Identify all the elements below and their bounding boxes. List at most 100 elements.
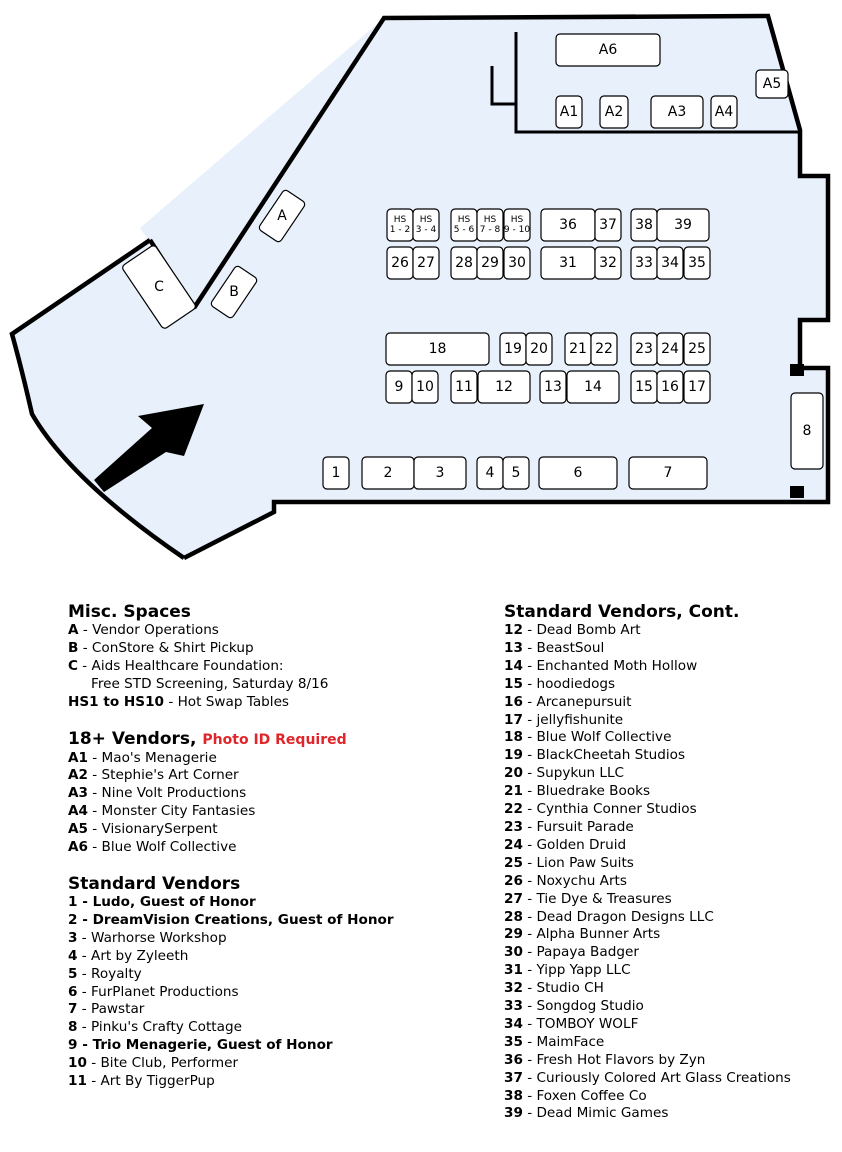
booth-b7[interactable]: 7 [628,456,708,490]
booth-b16-table [656,370,684,404]
booth-A1-table [555,95,583,129]
legend-row-code: 30 [504,944,523,961]
booth-A1[interactable]: A1 [555,95,583,129]
legend-row-text: - Vendor Operations [78,622,219,638]
booth-b4[interactable]: 4 [476,456,504,490]
legend-row: 20 - Supykun LLC [504,765,834,783]
booth-b12[interactable]: 12 [477,370,531,404]
booth-b8[interactable]: 8 [790,392,824,470]
legend-row-text: - Dead Bomb Art [522,622,641,638]
booth-b1-label: 1 [332,465,341,481]
legend-row-code: 17 [504,711,523,728]
booth-b34[interactable]: 34 [656,246,684,280]
booth-b37[interactable]: 37 [594,208,622,242]
booth-b20[interactable]: 20 [525,332,553,366]
booth-C[interactable]: C [121,244,197,329]
booth-b2[interactable]: 2 [361,456,415,490]
legend-row: C - Aids Healthcare Foundation: [68,658,488,676]
legend-row-code: A4 [68,803,88,820]
booth-b13[interactable]: 13 [539,370,567,404]
booth-b21[interactable]: 21 [564,332,592,366]
legend-row-code: 12 [504,622,523,638]
legend-row: B - ConStore & Shirt Pickup [68,640,488,658]
booth-b19[interactable]: 19 [499,332,527,366]
booth-b4-label: 4 [486,465,495,481]
booth-hs78[interactable]: HS7 - 8 [476,208,504,242]
legend-row-text: - Fresh Hot Flavors by Zyn [522,1051,706,1068]
booth-hs12[interactable]: HS1 - 2 [386,208,414,242]
booth-b33[interactable]: 33 [630,246,658,280]
legend-row-code: 5 [68,965,78,982]
booth-b27-label: 27 [417,255,435,271]
legend-row: 17 - jellyfishunite [504,712,834,730]
legend-row: A5 - VisionarySerpent [68,821,488,839]
booth-hs910[interactable]: HS9 - 10 [503,208,531,242]
booth-b35[interactable]: 35 [683,246,711,280]
booth-b20-table [525,332,553,366]
booth-b29[interactable]: 29 [476,246,504,280]
booth-A4[interactable]: A4 [710,95,738,129]
legend-row-text: - DreamVision Creations, Guest of Honor [77,911,394,928]
booth-A2[interactable]: A2 [599,95,629,129]
booth-b32-label: 32 [599,255,617,271]
booth-b10[interactable]: 10 [411,370,439,404]
legend-adult-title-text: 18+ Vendors, [68,728,197,749]
booth-b17[interactable]: 17 [683,370,711,404]
legend-row: 25 - Lion Paw Suits [504,855,834,873]
legend-row: 38 - Foxen Coffee Co [504,1088,834,1106]
booth-b5[interactable]: 5 [502,456,530,490]
booth-b30[interactable]: 30 [503,246,531,280]
legend-row-code: 22 [504,801,523,818]
booth-b23[interactable]: 23 [630,332,658,366]
legend-standard-cont-title: Standard Vendors, Cont. [504,602,740,622]
legend-row-text: - BeastSoul [522,639,605,656]
booth-A3[interactable]: A3 [650,95,704,129]
booth-b36[interactable]: 36 [540,208,596,242]
booth-b22[interactable]: 22 [590,332,618,366]
booth-b9[interactable]: 9 [385,370,413,404]
legend-row-text: - Papaya Badger [522,944,639,961]
booth-b18[interactable]: 18 [385,332,490,366]
booth-A[interactable]: A [258,189,306,243]
booth-b38[interactable]: 38 [630,208,658,242]
legend-row-text: - Pinku's Crafty Cottage [77,1019,242,1036]
booth-b25[interactable]: 25 [683,332,711,366]
booth-b30-table [503,246,531,280]
booth-b14[interactable]: 14 [566,370,620,404]
booth-b14-table [566,370,620,404]
legend-row-code: A2 [68,767,88,784]
booth-b27[interactable]: 27 [412,246,440,280]
booth-hs56-label: HS [458,215,471,225]
booth-hs34[interactable]: HS3 - 4 [412,208,440,242]
booth-hs56[interactable]: HS5 - 6 [450,208,478,242]
booth-b6[interactable]: 6 [538,456,618,490]
booth-b24[interactable]: 24 [656,332,684,366]
legend-row: 5 - Royalty [68,966,488,984]
booth-B[interactable]: B [210,265,258,319]
legend-row-text: - Pawstar [77,1001,145,1018]
booth-b12-label: 12 [495,379,513,395]
booth-b32[interactable]: 32 [594,246,622,280]
booth-A5-table [755,69,789,99]
booth-b39[interactable]: 39 [656,208,710,242]
legend-row-text: - Yipp Yapp LLC [522,962,631,979]
booth-A6-label: A6 [599,42,618,58]
booth-b16[interactable]: 16 [656,370,684,404]
booth-b15[interactable]: 15 [630,370,658,404]
legend-row: 27 - Tie Dye & Treasures [504,891,834,909]
booth-b3[interactable]: 3 [413,456,467,490]
booth-hs12-label: HS [394,215,407,225]
legend-row-text: - Aids Healthcare Foundation: [77,657,284,674]
booth-b11[interactable]: 11 [450,370,478,404]
booth-b7-table [628,456,708,490]
booth-A6[interactable]: A6 [555,33,661,67]
legend-row: 34 - TOMBOY WOLF [504,1016,834,1034]
legend-row: 2 - DreamVision Creations, Guest of Hono… [68,912,488,930]
booth-b1[interactable]: 1 [322,456,350,490]
booth-b28[interactable]: 28 [450,246,478,280]
booth-A5[interactable]: A5 [755,69,789,99]
booth-b26[interactable]: 26 [386,246,414,280]
booth-b31[interactable]: 31 [540,246,596,280]
